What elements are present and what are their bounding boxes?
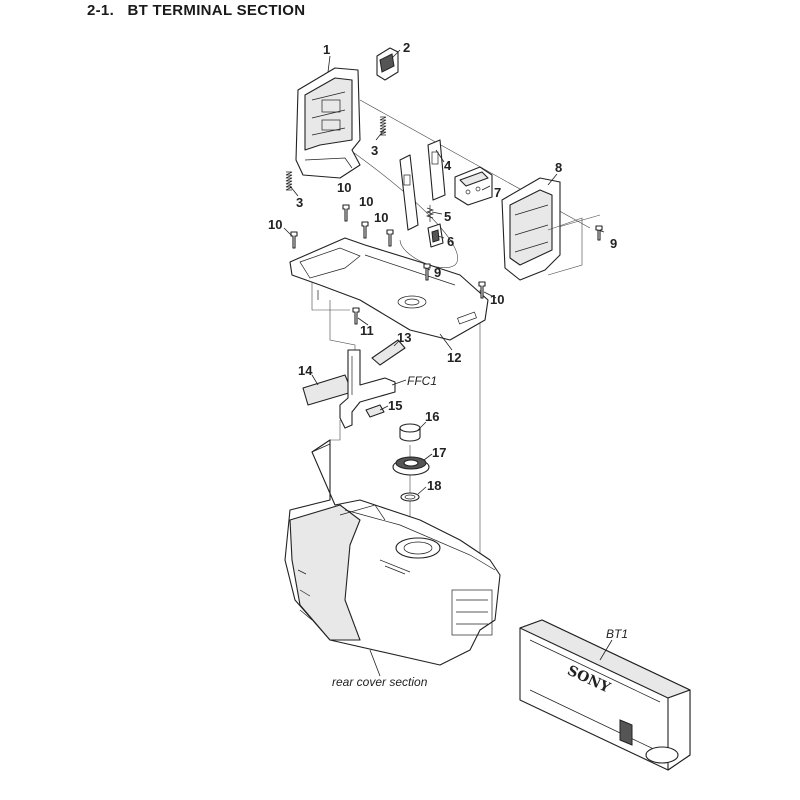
callout-10-e: 10	[490, 292, 504, 307]
part-12-base-plate	[289, 237, 489, 341]
callout-4: 4	[444, 158, 452, 173]
page-title: 2-1. BT TERMINAL SECTION	[87, 2, 306, 19]
callout-9-right: 9	[610, 236, 617, 251]
callout-10-b: 10	[359, 194, 373, 209]
callout-16: 16	[425, 409, 439, 424]
callout-17: 17	[432, 445, 446, 460]
part-4-lever-plates	[399, 139, 446, 231]
label-ffc1: FFC1	[407, 374, 437, 388]
part-15-spacer	[365, 404, 385, 418]
callout-7: 7	[494, 185, 501, 200]
callout-11: 11	[360, 323, 374, 338]
part-16-knob	[399, 423, 421, 442]
callout-15: 15	[388, 398, 402, 413]
label-rear-cover-section: rear cover section	[332, 675, 428, 689]
label-bt1: BT1	[606, 627, 628, 641]
ffc1-flex-cable	[339, 349, 396, 429]
part-18-washer	[400, 492, 420, 502]
part-17-gear	[392, 456, 430, 476]
callout-13: 13	[397, 330, 411, 345]
leader-lines	[283, 49, 613, 677]
callout-2: 2	[403, 40, 410, 55]
part-1-terminal-frame	[295, 67, 361, 179]
part-2-small-bracket	[376, 47, 399, 81]
callout-6: 6	[447, 234, 454, 249]
callout-9: 9	[434, 265, 441, 280]
callout-10-c: 10	[374, 210, 388, 225]
bt1-battery: SONY	[519, 619, 691, 771]
part-6-clip	[427, 223, 444, 248]
callout-10-a: 10	[337, 180, 351, 195]
callout-1: 1	[323, 42, 330, 57]
callout-8: 8	[555, 160, 562, 175]
callout-5: 5	[444, 209, 451, 224]
callout-14: 14	[298, 363, 313, 378]
part-8-side-cover	[501, 177, 583, 281]
callout-labels: 1 2 3 3 4 5 6 7 8 9 9 10 10 10 10 10 11 …	[268, 40, 628, 689]
callout-10-d: 10	[268, 217, 282, 232]
callout-3: 3	[371, 143, 378, 158]
rear-cover-grip-body	[284, 439, 501, 666]
part-5-pin	[425, 205, 435, 222]
callout-18: 18	[427, 478, 441, 493]
callout-12: 12	[447, 350, 461, 365]
callout-3-lower: 3	[296, 195, 303, 210]
part-7-connector-block	[454, 166, 493, 206]
part-13-insulator	[371, 339, 406, 366]
